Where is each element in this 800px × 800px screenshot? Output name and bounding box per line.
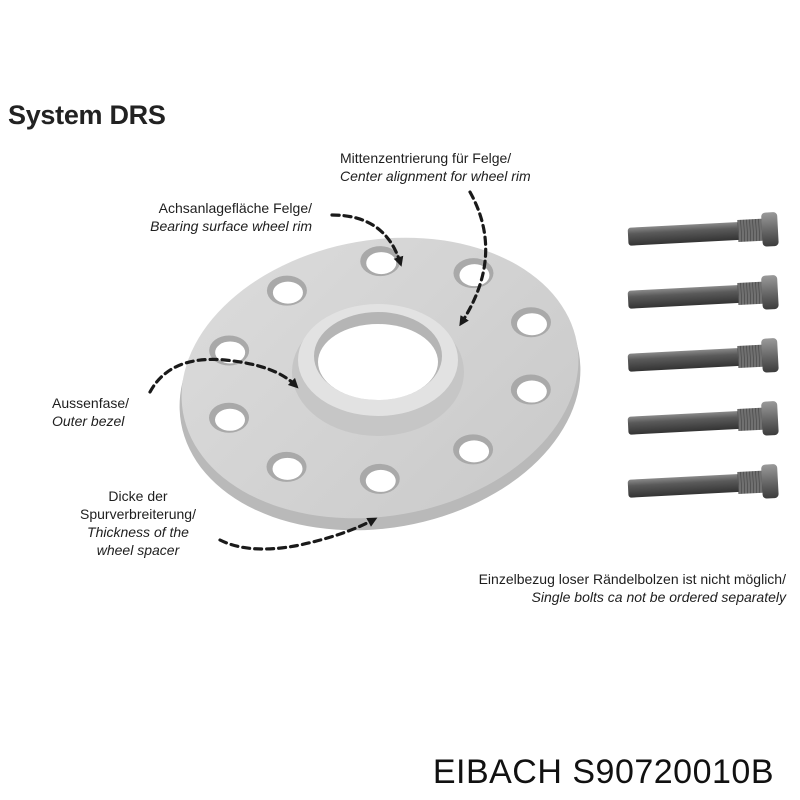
label-thickness-en1: Thickness of the (87, 524, 189, 540)
wheel-spacer (179, 237, 581, 531)
arrow-center-alignment (459, 190, 488, 327)
bolt-head (761, 275, 779, 310)
bolt-shaft (627, 285, 741, 309)
label-bearing-surface-de: Achsanlagefläche Felge/ (158, 200, 312, 216)
label-outer-bezel-de: Aussenfase/ (52, 395, 130, 411)
bolt-hole-opening (215, 341, 246, 364)
bolt-hole-opening (366, 252, 397, 275)
bolt-shaft (627, 222, 741, 246)
bolt-shaft (627, 474, 741, 498)
label-bolts-note-de: Einzelbezug loser Rändelbolzen ist nicht… (478, 571, 786, 587)
bolt-hole-opening (459, 440, 490, 463)
wheel-bolt (627, 464, 779, 499)
bolt-knurl (737, 344, 765, 368)
wheel-bolt (627, 401, 779, 436)
bolt-hole-opening (516, 313, 547, 336)
bolt-hole-opening (365, 469, 396, 492)
bolt-head (761, 338, 779, 373)
bolt-knurl (737, 470, 765, 494)
bolt-knurl (737, 281, 765, 305)
bolt-knurl (737, 218, 765, 242)
bolt-set (627, 212, 779, 499)
bolt-hole-opening (272, 457, 303, 480)
label-bearing-surface-en: Bearing surface wheel rim (150, 218, 312, 234)
label-center-alignment-de: Mittenzentrierung für Felge/ (340, 150, 512, 166)
label-thickness: Dicke der Spurverbreiterung/ Thickness o… (58, 487, 218, 559)
label-center-alignment: Mittenzentrierung für Felge/ Center alig… (340, 149, 531, 185)
bolt-head (761, 464, 779, 499)
label-outer-bezel-en: Outer bezel (52, 413, 125, 429)
bolt-hole-opening (516, 380, 547, 403)
arrow-bearing-surface (330, 213, 404, 267)
wheel-bolt (627, 338, 779, 373)
diagram-title: System DRS (8, 100, 166, 130)
bolt-hole-opening (215, 408, 246, 431)
label-thickness-de1: Dicke der (108, 488, 168, 504)
bolt-head (761, 401, 779, 436)
callout-arrows (148, 190, 488, 551)
bolt-knurl (737, 407, 765, 431)
label-thickness-en2: wheel spacer (96, 542, 180, 558)
arrow-thickness (218, 517, 378, 551)
hub-bore-inner (318, 324, 438, 400)
label-thickness-de2: Spurverbreiterung/ (80, 506, 196, 522)
bolt-hole-opening (272, 281, 303, 304)
label-bolts-note-en: Single bolts ca not be ordered separatel… (531, 589, 787, 605)
wheel-bolt (627, 275, 779, 310)
bolt-head (761, 212, 779, 247)
wheel-bolt (627, 212, 779, 247)
bolt-shaft (627, 411, 741, 435)
label-bearing-surface: Achsanlagefläche Felge/ Bearing surface … (150, 199, 312, 235)
label-bolts-note: Einzelbezug loser Rändelbolzen ist nicht… (479, 570, 786, 606)
arrow-outer-bezel (148, 357, 299, 394)
label-center-alignment-en: Center alignment for wheel rim (340, 168, 531, 184)
bolt-shaft (627, 348, 741, 372)
label-outer-bezel: Aussenfase/ Outer bezel (52, 394, 129, 430)
product-code: EIBACH S90720010B (432, 753, 774, 791)
